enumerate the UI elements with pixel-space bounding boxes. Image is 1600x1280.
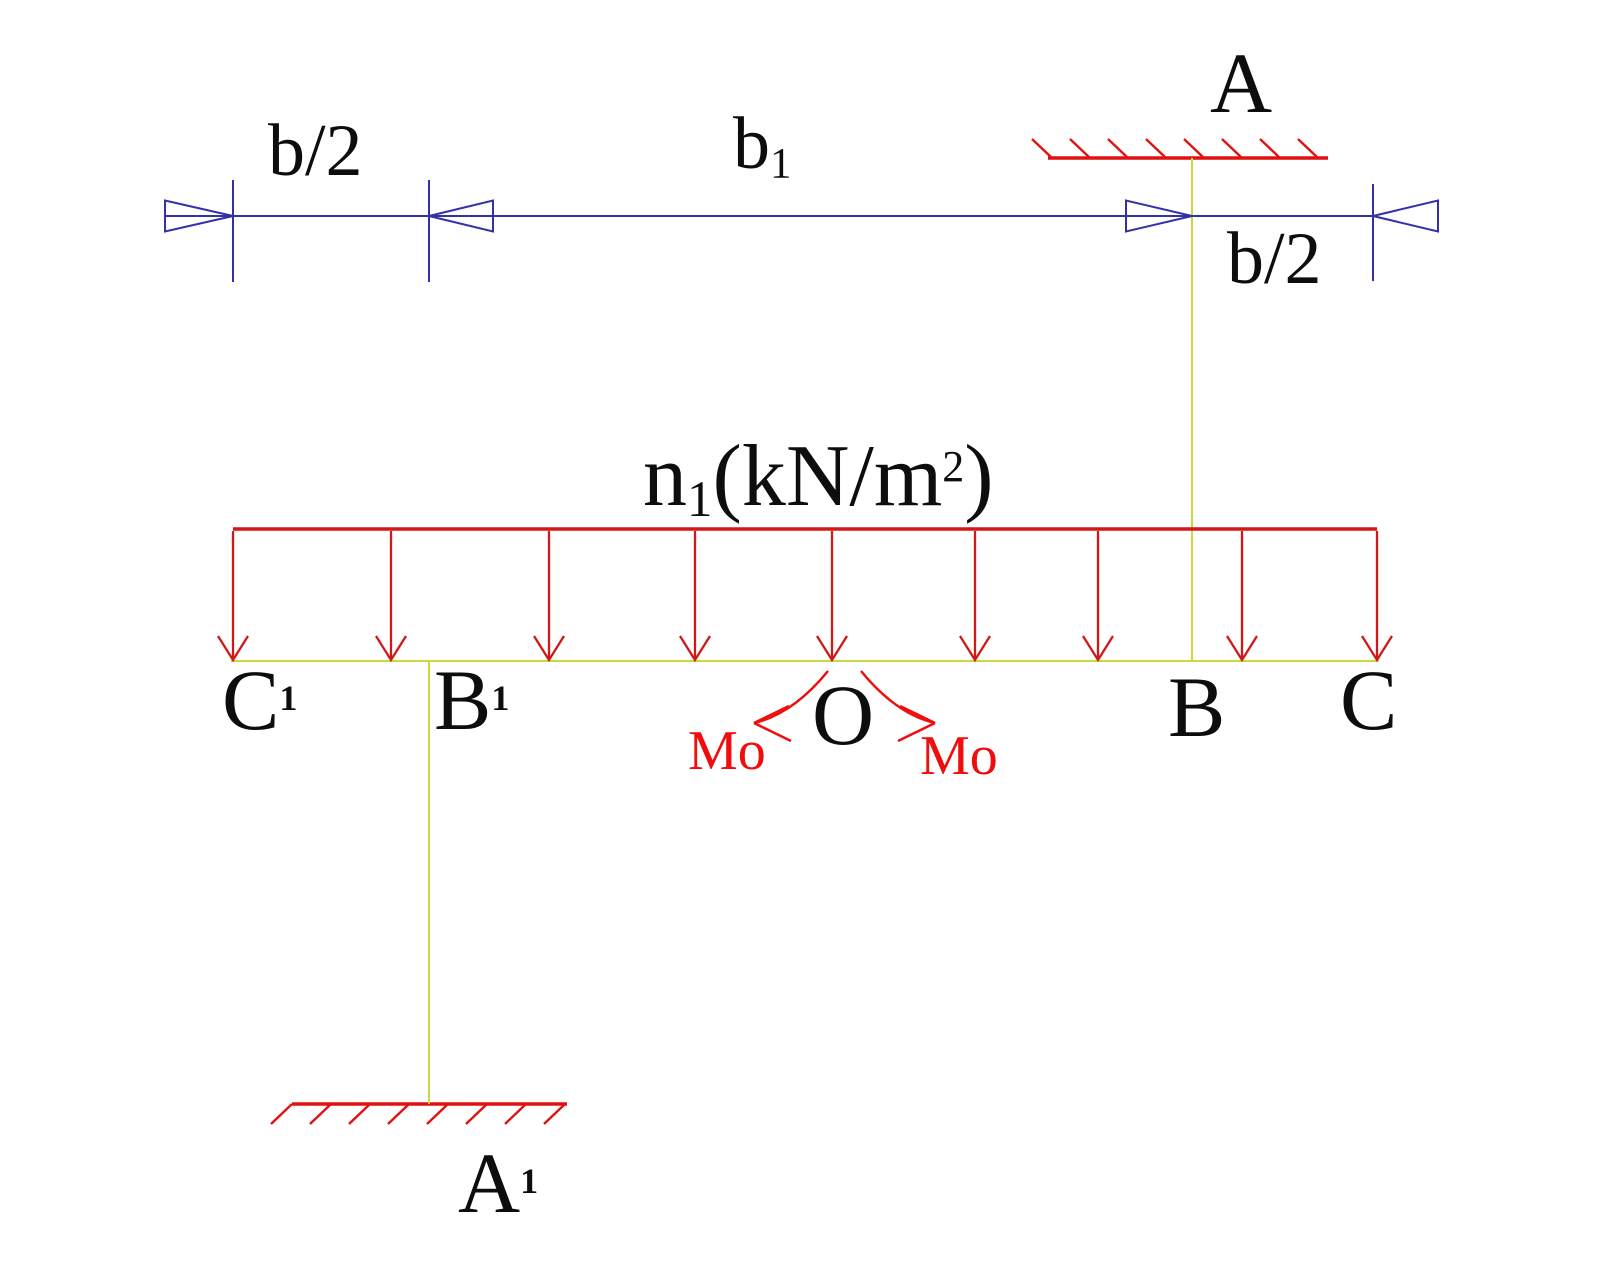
dimension-arrow-right [164, 199, 234, 233]
node-label-a-text: A [1210, 35, 1273, 131]
node-label-c1-base: C [222, 652, 280, 748]
moment-arrow-left [753, 670, 829, 743]
moment-label-left: Mo [688, 723, 766, 779]
node-label-c-text: C [1340, 652, 1398, 748]
moment-label-right: Mo [920, 728, 998, 784]
dim-label-b2-right: b/2 [1227, 222, 1322, 296]
load-label-sub: 1 [687, 472, 713, 529]
node-label-c1: C1 [222, 657, 297, 743]
node-label-o-text: O [812, 667, 875, 763]
dim-label-b2-left-text: b/2 [268, 110, 363, 192]
moment-label-right-text: Mo [920, 725, 998, 787]
dim-label-b2-right-text: b/2 [1227, 218, 1322, 300]
dimension-arrow-left [428, 199, 494, 233]
load-arrow [375, 531, 407, 663]
load-label-n1: n1(kN/m2) [643, 433, 994, 526]
load-arrow [533, 531, 565, 663]
load-arrow [1361, 531, 1393, 663]
dim-label-b2-left: b/2 [268, 114, 363, 188]
dimension-line-group [164, 180, 1439, 282]
dim-label-b1-base: b [733, 103, 770, 185]
moment-label-left-text: Mo [688, 720, 766, 782]
load-label-open: (kN/m [712, 428, 943, 525]
node-label-b: B [1168, 664, 1225, 750]
support-hatching [270, 1103, 566, 1125]
node-label-c1-sup: 1 [279, 678, 298, 719]
load-label-close: ) [964, 428, 994, 525]
load-arrow [1082, 531, 1114, 663]
load-arrow [1226, 531, 1258, 663]
load-arrow [959, 531, 991, 663]
node-label-b-text: B [1168, 659, 1226, 755]
load-arrow [217, 531, 249, 663]
dimension-arrow-right [1125, 199, 1193, 233]
distributed-load [217, 527, 1393, 663]
dim-label-b1-sub: 1 [770, 140, 792, 188]
node-label-a1: A1 [458, 1140, 538, 1226]
dimension-arrow-left [1372, 199, 1439, 233]
dim-label-b1: b1 [733, 107, 791, 186]
load-arrows [217, 531, 1393, 663]
fixed-support-top [1031, 138, 1328, 160]
load-arrow [679, 531, 711, 663]
node-label-o: O [812, 672, 874, 758]
node-label-a: A [1210, 40, 1272, 126]
fixed-support-bottom [270, 1102, 567, 1125]
node-label-b1-sup: 1 [491, 678, 510, 719]
moment-arrow-right [860, 670, 936, 743]
load-label-sup: 2 [942, 441, 965, 491]
node-label-c: C [1340, 657, 1397, 743]
node-label-a1-sup: 1 [520, 1161, 539, 1202]
support-hatching [1031, 138, 1319, 159]
node-label-b1: B1 [434, 657, 509, 743]
node-label-a1-base: A [458, 1135, 521, 1231]
node-label-b1-base: B [434, 652, 492, 748]
load-label-base: n [643, 428, 687, 525]
load-arrow [816, 531, 848, 663]
moment-arrows [753, 670, 936, 743]
